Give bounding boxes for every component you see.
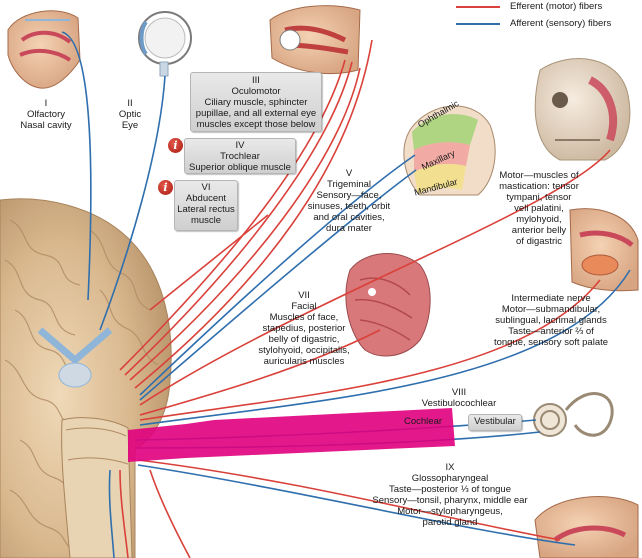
optic-numeral: II [127,98,133,109]
facial-desc-5: auricularis muscles [263,356,345,367]
inner-ear-illustration [533,392,614,437]
oculomotor-box: III Oculomotor Ciliary muscle, sphincter… [190,72,322,132]
oral-cavity-illustration [569,208,639,292]
facial-numeral: VII [298,290,310,301]
pharynx-illustration [534,496,639,558]
brain-illustration [0,198,172,558]
trigeminal-desc-4: dura mater [326,223,372,234]
facial-desc-1: Muscles of face, [269,312,339,323]
trigeminal-motor-4: veli palatini, [514,203,564,214]
trigeminal-desc-3: and oral cavities, [313,212,385,223]
oculomotor-desc-3: muscles except those below [196,119,316,130]
trigeminal-name: Trigeminal [327,179,371,190]
nasal-cavity-illustration [7,10,81,89]
olfactory-label: I Olfactory Nasal cavity [14,98,78,131]
facial-desc-4: stylohyoid, occipitalis, [258,345,350,356]
trochlear-box: IV Trochlear Superior oblique muscle [184,138,296,174]
vestibulocochlear-label: VIII Vestibulocochlear [404,387,514,409]
intermediate-5: tongue, sensory soft palate [493,337,609,348]
abducent-desc-1: Lateral rectus [177,204,235,215]
intermediate-2: Motor—submandibular, [501,304,601,315]
eye-muscles-illustration [269,5,361,75]
trigeminal-numeral: V [345,168,353,179]
facial-label: VII Facial Muscles of face, stapedius, p… [248,290,360,367]
abducent-name: Abducent [185,193,227,204]
glossopharyngeal-desc-3: Motor—stylopharyngeus, [397,506,503,517]
trigeminal-motor-3: tympani, tensor [506,192,572,203]
facial-desc-2: stapedius, posterior [262,323,346,334]
oculomotor-numeral: III [252,75,260,86]
abducent-numeral: VI [201,182,211,193]
optic-name: Optic [118,109,142,120]
abducent-desc-2: muscle [190,215,222,226]
trochlear-info-icon[interactable]: i [168,138,183,153]
trigeminal-motor-2: mastication: tensor [499,181,579,192]
trigeminal-motor-5: mylohyoid, [516,214,562,225]
glossopharyngeal-numeral: IX [445,462,455,473]
optic-label: II Optic Eye [108,98,152,131]
glossopharyngeal-desc-4: parotid gland [422,517,478,528]
trochlear-name: Trochlear [220,151,260,162]
glossopharyngeal-desc-2: Sensory—tonsil, pharynx, middle ear [372,495,528,506]
trigeminal-label: V Trigeminal Sensory—face, sinuses, teet… [294,168,404,234]
trochlear-numeral: IV [235,140,245,151]
vestibulocochlear-numeral: VIII [451,387,467,398]
glossopharyngeal-name: Glossopharyngeal [411,473,489,484]
trochlear-desc: Superior oblique muscle [189,162,291,173]
facial-name: Facial [291,301,317,312]
glossopharyngeal-label: IX Glossopharyngeal Taste—posterior ⅓ of… [360,462,540,528]
oculomotor-desc-2: pupillae, and all external eye [195,108,317,119]
cochlear-label: Cochlear [404,416,443,427]
intermediate-3: sublingual, lacrimal glands [495,315,607,326]
abducent-box: VI Abducent Lateral rectus muscle [174,180,238,231]
olfactory-numeral: I [44,98,48,109]
skull-illustration [534,58,631,161]
vestibulocochlear-name: Vestibulocochlear [421,398,497,409]
intermediate-nerve-label: Intermediate nerve Motor—submandibular, … [476,293,626,348]
legend-afferent-label: Afferent (sensory) fibers [510,18,612,29]
abducent-info-icon[interactable]: i [158,180,173,195]
trigeminal-desc-1: Sensory—face, [316,190,382,201]
trigeminal-head-illustration [403,105,496,196]
highlight-band [128,408,455,462]
legend-efferent-label: Efferent (motor) fibers [510,1,603,12]
olfactory-name: Olfactory [26,109,65,120]
olfactory-desc: Nasal cavity [20,120,72,131]
oculomotor-desc-1: Ciliary muscle, sphincter [204,97,308,108]
vestibular-label: Vestibular [468,414,522,431]
trigeminal-motor-label: Motor—muscles of mastication: tensor tym… [484,170,594,247]
eye-illustration [138,11,192,77]
trigeminal-desc-2: sinuses, teeth, orbit [307,201,391,212]
facial-desc-3: belly of digastric, [268,334,340,345]
trigeminal-motor-7: of digastric [516,236,562,247]
trigeminal-motor-1: Motor—muscles of [499,170,579,181]
optic-desc: Eye [121,120,139,131]
intermediate-1: Intermediate nerve [511,293,591,304]
oculomotor-name: Oculomotor [231,86,281,97]
trigeminal-motor-6: anterior belly [511,225,567,236]
glossopharyngeal-desc-1: Taste—posterior ⅓ of tongue [389,484,511,495]
face-muscles-illustration [345,253,431,357]
intermediate-4: Taste—anterior ⅔ of [508,326,594,337]
